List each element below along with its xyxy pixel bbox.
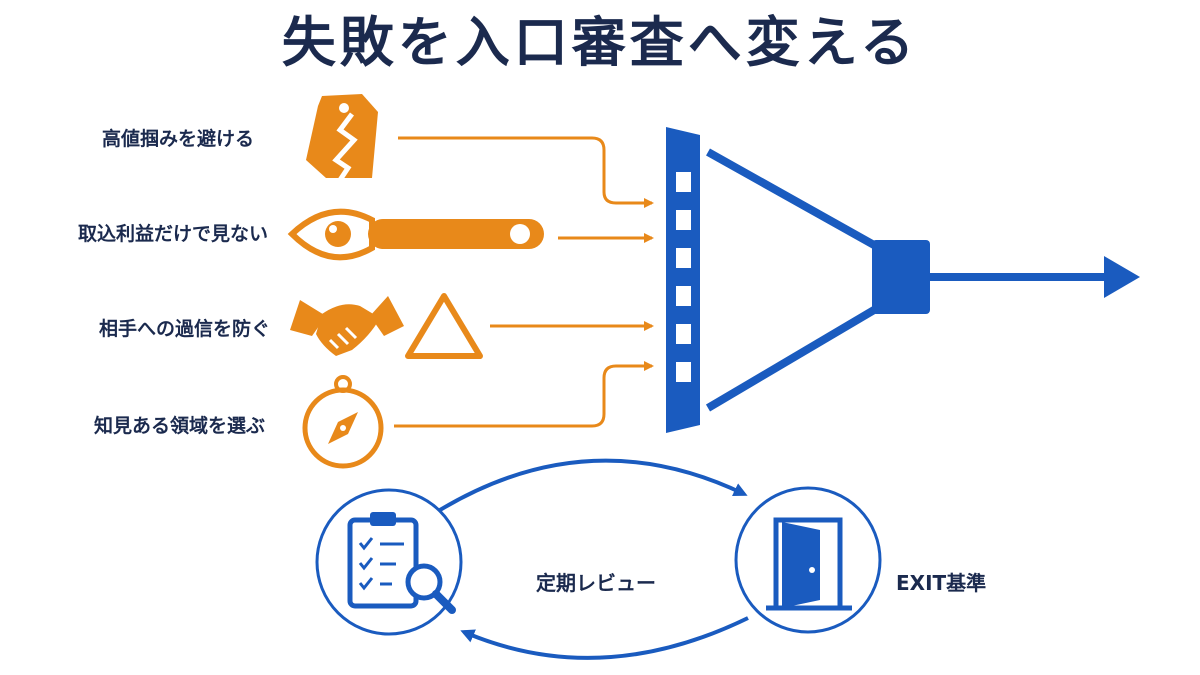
exit-door-icon	[766, 517, 852, 611]
handshake-icon	[290, 296, 404, 356]
cycle-label-exit: EXIT基準	[896, 571, 987, 595]
criterion-label-4: 知見ある領域を選ぶ	[93, 415, 265, 437]
cycle-arrow-top	[438, 458, 748, 512]
cycle-arrow-bottom	[460, 616, 749, 660]
funnel-icon	[666, 127, 930, 433]
criterion-label-3: 相手への過信を防ぐ	[98, 318, 270, 340]
review-circle	[315, 488, 463, 636]
page-title: 失敗を入口審査へ変える	[281, 11, 919, 74]
criterion-label-2: 取込利益だけで見ない	[77, 223, 268, 245]
cycle-label-review: 定期レビュー	[536, 571, 656, 595]
eye-wrench-icon	[287, 208, 544, 261]
connector-1	[398, 136, 654, 208]
compass-icon	[302, 375, 384, 469]
connector-4	[394, 361, 654, 428]
clipboard-magnifier-icon	[347, 512, 456, 614]
warning-triangle-icon	[405, 293, 483, 359]
broken-price-tag-icon	[306, 94, 378, 182]
output-arrow	[928, 256, 1140, 298]
exit-circle	[734, 486, 882, 634]
criterion-label-1: 高値掴みを避ける	[101, 128, 254, 150]
